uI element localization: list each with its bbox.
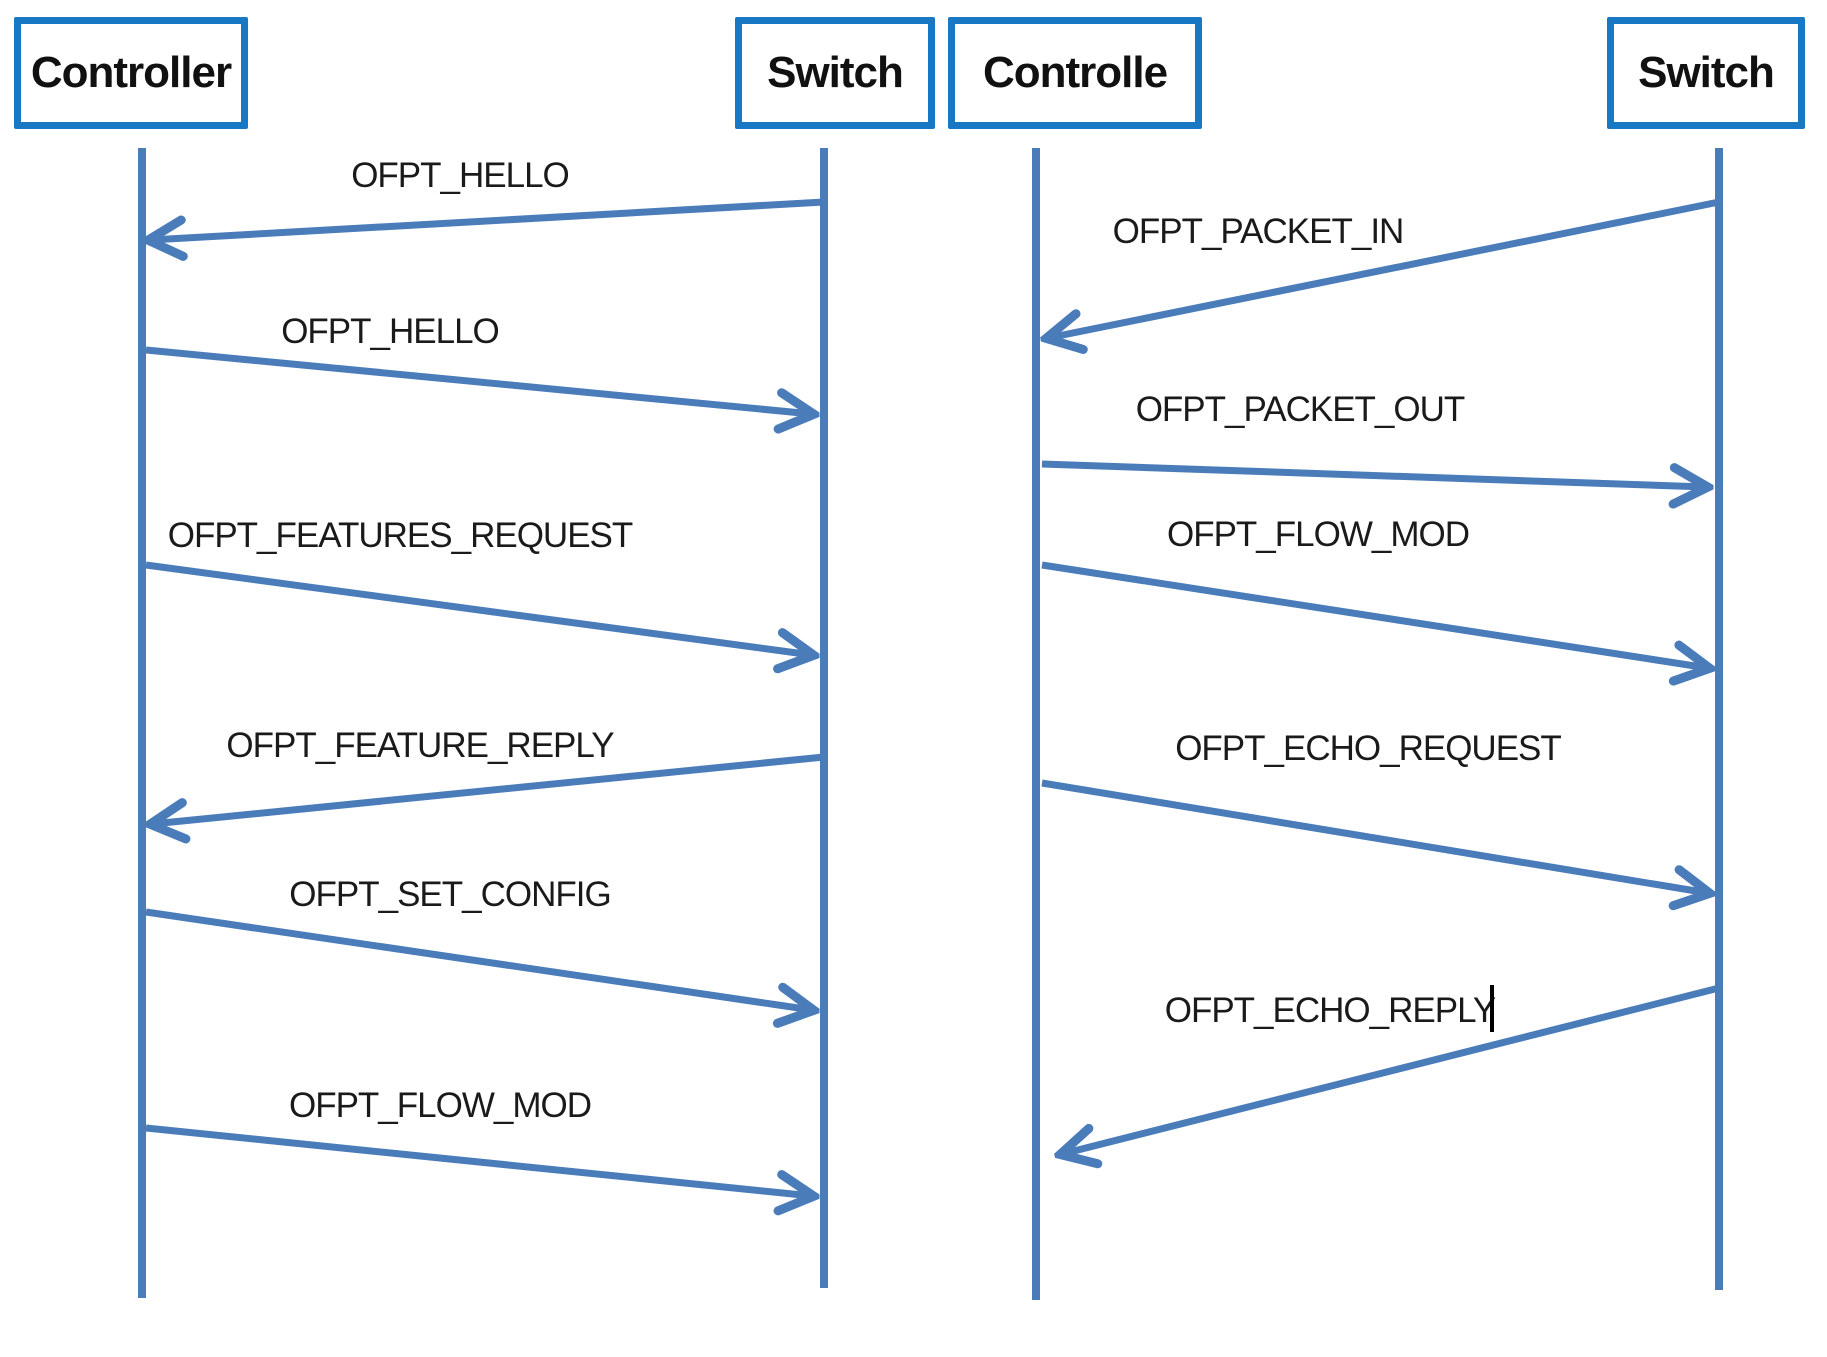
message-label: OFPT_HELLO bbox=[351, 156, 569, 195]
message-label: OFPT_ECHO_REQUEST bbox=[1175, 729, 1561, 768]
message-label: OFPT_PACKET_OUT bbox=[1136, 390, 1465, 429]
actor-title: Controller bbox=[30, 48, 232, 97]
message-label: OFPT_FLOW_MOD bbox=[1167, 515, 1469, 554]
message-arrow-ofpt_packet_in bbox=[1048, 198, 1720, 338]
message-arrow-ofpt_flow_mod bbox=[145, 1124, 812, 1196]
message-arrow-ofpt_flow_mod bbox=[1041, 561, 1708, 668]
message-arrow-ofpt_packet_out bbox=[1041, 460, 1706, 487]
message-label: OFPT_HELLO bbox=[281, 312, 499, 351]
actor-title: Controlle bbox=[982, 48, 1168, 97]
actor-box-switch: Switch bbox=[735, 17, 935, 129]
message-arrow-ofpt_echo_reply bbox=[1062, 984, 1720, 1154]
actor-box-switch: Switch bbox=[1607, 17, 1805, 129]
message-label: OFPT_SET_CONFIG bbox=[289, 875, 610, 914]
message-arrow-ofpt_hello bbox=[145, 346, 812, 414]
message-arrow-ofpt_hello bbox=[150, 198, 825, 240]
message-arrow-ofpt_set_config bbox=[145, 908, 812, 1010]
message-arrow-ofpt_feature_reply bbox=[152, 753, 825, 824]
message-label: OFPT_FLOW_MOD bbox=[289, 1086, 591, 1125]
message-arrow-ofpt_echo_request bbox=[1041, 779, 1708, 893]
actor-title: Switch bbox=[1638, 48, 1775, 97]
message-arrow-ofpt_features_request bbox=[145, 561, 812, 655]
actor-title: Switch bbox=[767, 48, 904, 97]
message-label: OFPT_FEATURES_REQUEST bbox=[168, 516, 633, 555]
message-label: OFPT_ECHO_REPLY bbox=[1165, 991, 1496, 1030]
actor-box-controller: Controller bbox=[14, 17, 248, 129]
message-label: OFPT_PACKET_IN bbox=[1113, 212, 1404, 251]
actor-box-controlle: Controlle bbox=[948, 17, 1202, 129]
message-label: OFPT_FEATURE_REPLY bbox=[226, 726, 614, 765]
